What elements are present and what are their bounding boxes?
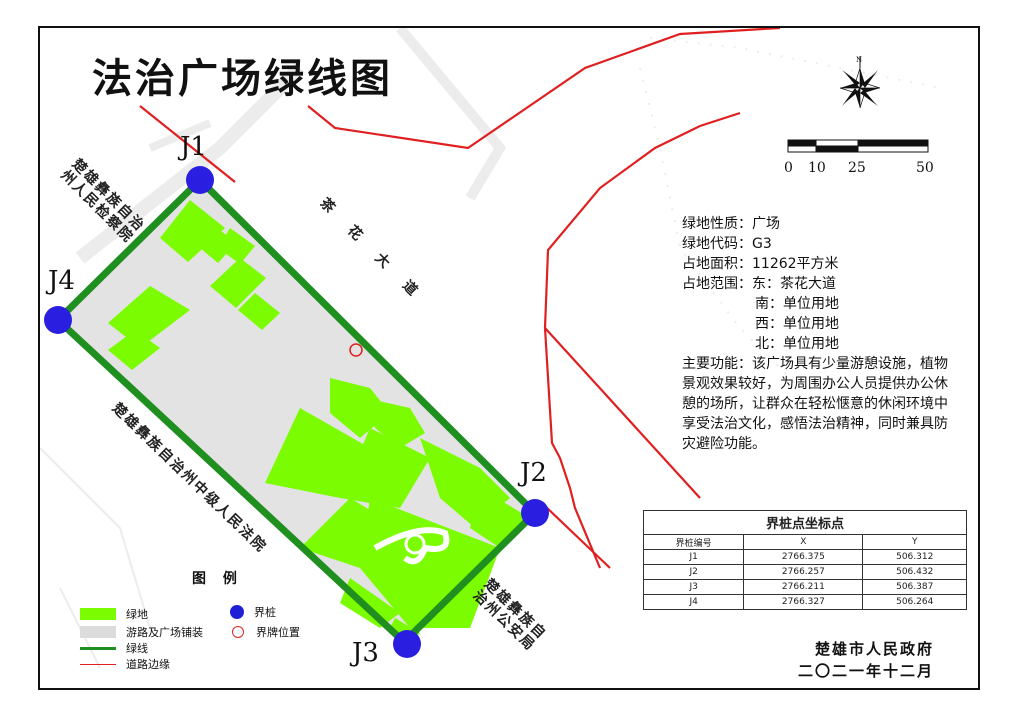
legend-swatch-paving bbox=[80, 626, 116, 638]
issuer-date: 二〇二一年十二月 bbox=[797, 662, 934, 680]
north-label: N bbox=[856, 56, 863, 64]
table-header: Y bbox=[862, 534, 967, 550]
legend-title: 图 例 bbox=[192, 571, 243, 587]
table-cell: J3 bbox=[642, 579, 745, 595]
issuer-org: 楚雄市人民政府 bbox=[814, 640, 934, 658]
table-cell: 506.312 bbox=[862, 549, 967, 565]
marker-j1 bbox=[186, 166, 214, 194]
scale-bar bbox=[787, 139, 929, 153]
legend-item-green-area: 绿地 bbox=[80, 606, 148, 622]
label-j2: J2 bbox=[520, 458, 547, 488]
info-range-south: 南：单位用地 bbox=[755, 296, 839, 312]
table-row: J1 2766.375 506.312 bbox=[642, 549, 967, 565]
map-frame: 法治广场绿线图 J1 J2 J3 J4 茶 花 大 道 楚雄彝族自治 州人民检察… bbox=[38, 26, 980, 690]
table-cell: J4 bbox=[642, 594, 745, 610]
legend-item-sign-position: 界牌位置 bbox=[230, 624, 300, 640]
table-cell: 506.264 bbox=[862, 594, 967, 610]
info-range-west: 西：单位用地 bbox=[755, 316, 839, 332]
table-row: J3 2766.211 506.387 bbox=[642, 579, 967, 595]
table-cell: J1 bbox=[642, 549, 745, 565]
marker-j3 bbox=[393, 630, 421, 658]
legend-item-green-line: 绿线 bbox=[80, 640, 148, 656]
legend-item-road-edge: 道路边缘 bbox=[80, 656, 170, 672]
coordinate-table-title: 界桩点坐标点 bbox=[643, 510, 967, 534]
info-area: 占地面积：11262平方米 bbox=[682, 256, 839, 272]
info-nature: 绿地性质：广场 bbox=[682, 216, 780, 232]
table-cell: J2 bbox=[642, 564, 745, 580]
marker-j4 bbox=[44, 306, 72, 334]
label-j4: J4 bbox=[48, 266, 75, 296]
road-edge-lines bbox=[139, 28, 781, 569]
label-j1: J1 bbox=[180, 132, 207, 162]
label-j3: J3 bbox=[352, 638, 379, 668]
legend-swatch-green bbox=[80, 608, 116, 620]
table-cell: 506.432 bbox=[862, 564, 967, 580]
table-cell: 2766.327 bbox=[743, 594, 864, 610]
map-title: 法治广场绿线图 bbox=[92, 56, 393, 102]
scale-tick-0: 0 bbox=[784, 160, 793, 176]
site-info-panel: 绿地性质：广场 绿地代码：G3 占地面积：11262平方米 占地范围：东：茶花大… bbox=[682, 214, 952, 454]
table-row: J2 2766.257 506.432 bbox=[642, 564, 967, 580]
table-cell: 2766.375 bbox=[743, 549, 864, 565]
legend-swatch-green-line bbox=[80, 646, 116, 650]
legend-label: 道路边缘 bbox=[126, 658, 170, 671]
table-row: J4 2766.327 506.264 bbox=[642, 594, 967, 610]
table-cell: 2766.211 bbox=[743, 579, 864, 595]
marker-j2 bbox=[521, 499, 549, 527]
info-function: 主要功能：该广场具有少量游憩设施，植物景观效果较好，为周围办公人员提供办公休憩的… bbox=[682, 356, 948, 452]
table-header-row: 界桩编号 X Y bbox=[642, 534, 967, 550]
table-cell: 2766.257 bbox=[743, 564, 864, 580]
scale-tick-50: 50 bbox=[916, 160, 934, 176]
legend-label: 界桩 bbox=[254, 606, 276, 619]
background-streets bbox=[40, 28, 941, 669]
table-cell: 506.387 bbox=[862, 579, 967, 595]
legend-label: 绿线 bbox=[126, 642, 148, 655]
issuer-block: 楚雄市人民政府 二〇二一年十二月 bbox=[798, 638, 934, 682]
boundary-markers bbox=[44, 166, 549, 658]
legend-swatch-marker bbox=[230, 605, 244, 619]
legend-item-marker: 界桩 bbox=[230, 604, 276, 620]
spiral-center bbox=[404, 533, 426, 555]
legend-label: 绿地 bbox=[126, 608, 148, 621]
legend: 图 例 绿地 游路及广场铺装 绿线 道路边缘 界桩 界牌位置 bbox=[80, 568, 340, 678]
spiral-path bbox=[373, 527, 450, 565]
info-code: 绿地代码：G3 bbox=[682, 236, 772, 252]
table-header: 界桩编号 bbox=[642, 534, 745, 550]
scale-tick-10: 10 bbox=[808, 160, 826, 176]
info-range-north: 北：单位用地 bbox=[755, 336, 839, 352]
legend-label: 界牌位置 bbox=[256, 626, 300, 639]
boundary-sign-position bbox=[349, 343, 363, 357]
table-header: X bbox=[743, 534, 864, 550]
north-arrow-icon bbox=[839, 56, 881, 109]
map-canvas bbox=[40, 28, 941, 669]
legend-swatch-road-edge bbox=[80, 663, 116, 665]
legend-item-paving: 游路及广场铺装 bbox=[80, 624, 203, 640]
scale-tick-25: 25 bbox=[848, 160, 866, 176]
legend-swatch-sign bbox=[232, 626, 244, 638]
coordinate-table: 界桩点坐标点 界桩编号 X Y J1 2766.375 506.312 J2 2… bbox=[642, 510, 967, 610]
legend-label: 游路及广场铺装 bbox=[126, 626, 203, 639]
green-area-patches bbox=[108, 200, 530, 643]
info-range-east: 占地范围：东：茶花大道 bbox=[682, 276, 836, 292]
